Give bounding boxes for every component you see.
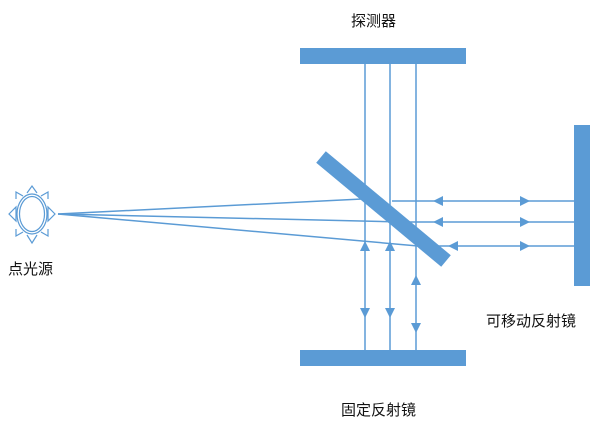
fixed-mirror-label: 固定反射镜	[341, 401, 417, 419]
sun-icon	[8, 184, 56, 245]
detector-plate	[300, 48, 466, 64]
detector-label: 探测器	[351, 12, 397, 30]
light-rays	[57, 64, 574, 350]
beam-splitter	[316, 151, 451, 267]
fixed-mirror	[300, 350, 466, 366]
ray-arrows	[360, 196, 530, 333]
movable-mirror	[574, 125, 590, 286]
movable-mirror-label: 可移动反射镜	[486, 312, 577, 330]
point-source-label: 点光源	[8, 260, 54, 278]
